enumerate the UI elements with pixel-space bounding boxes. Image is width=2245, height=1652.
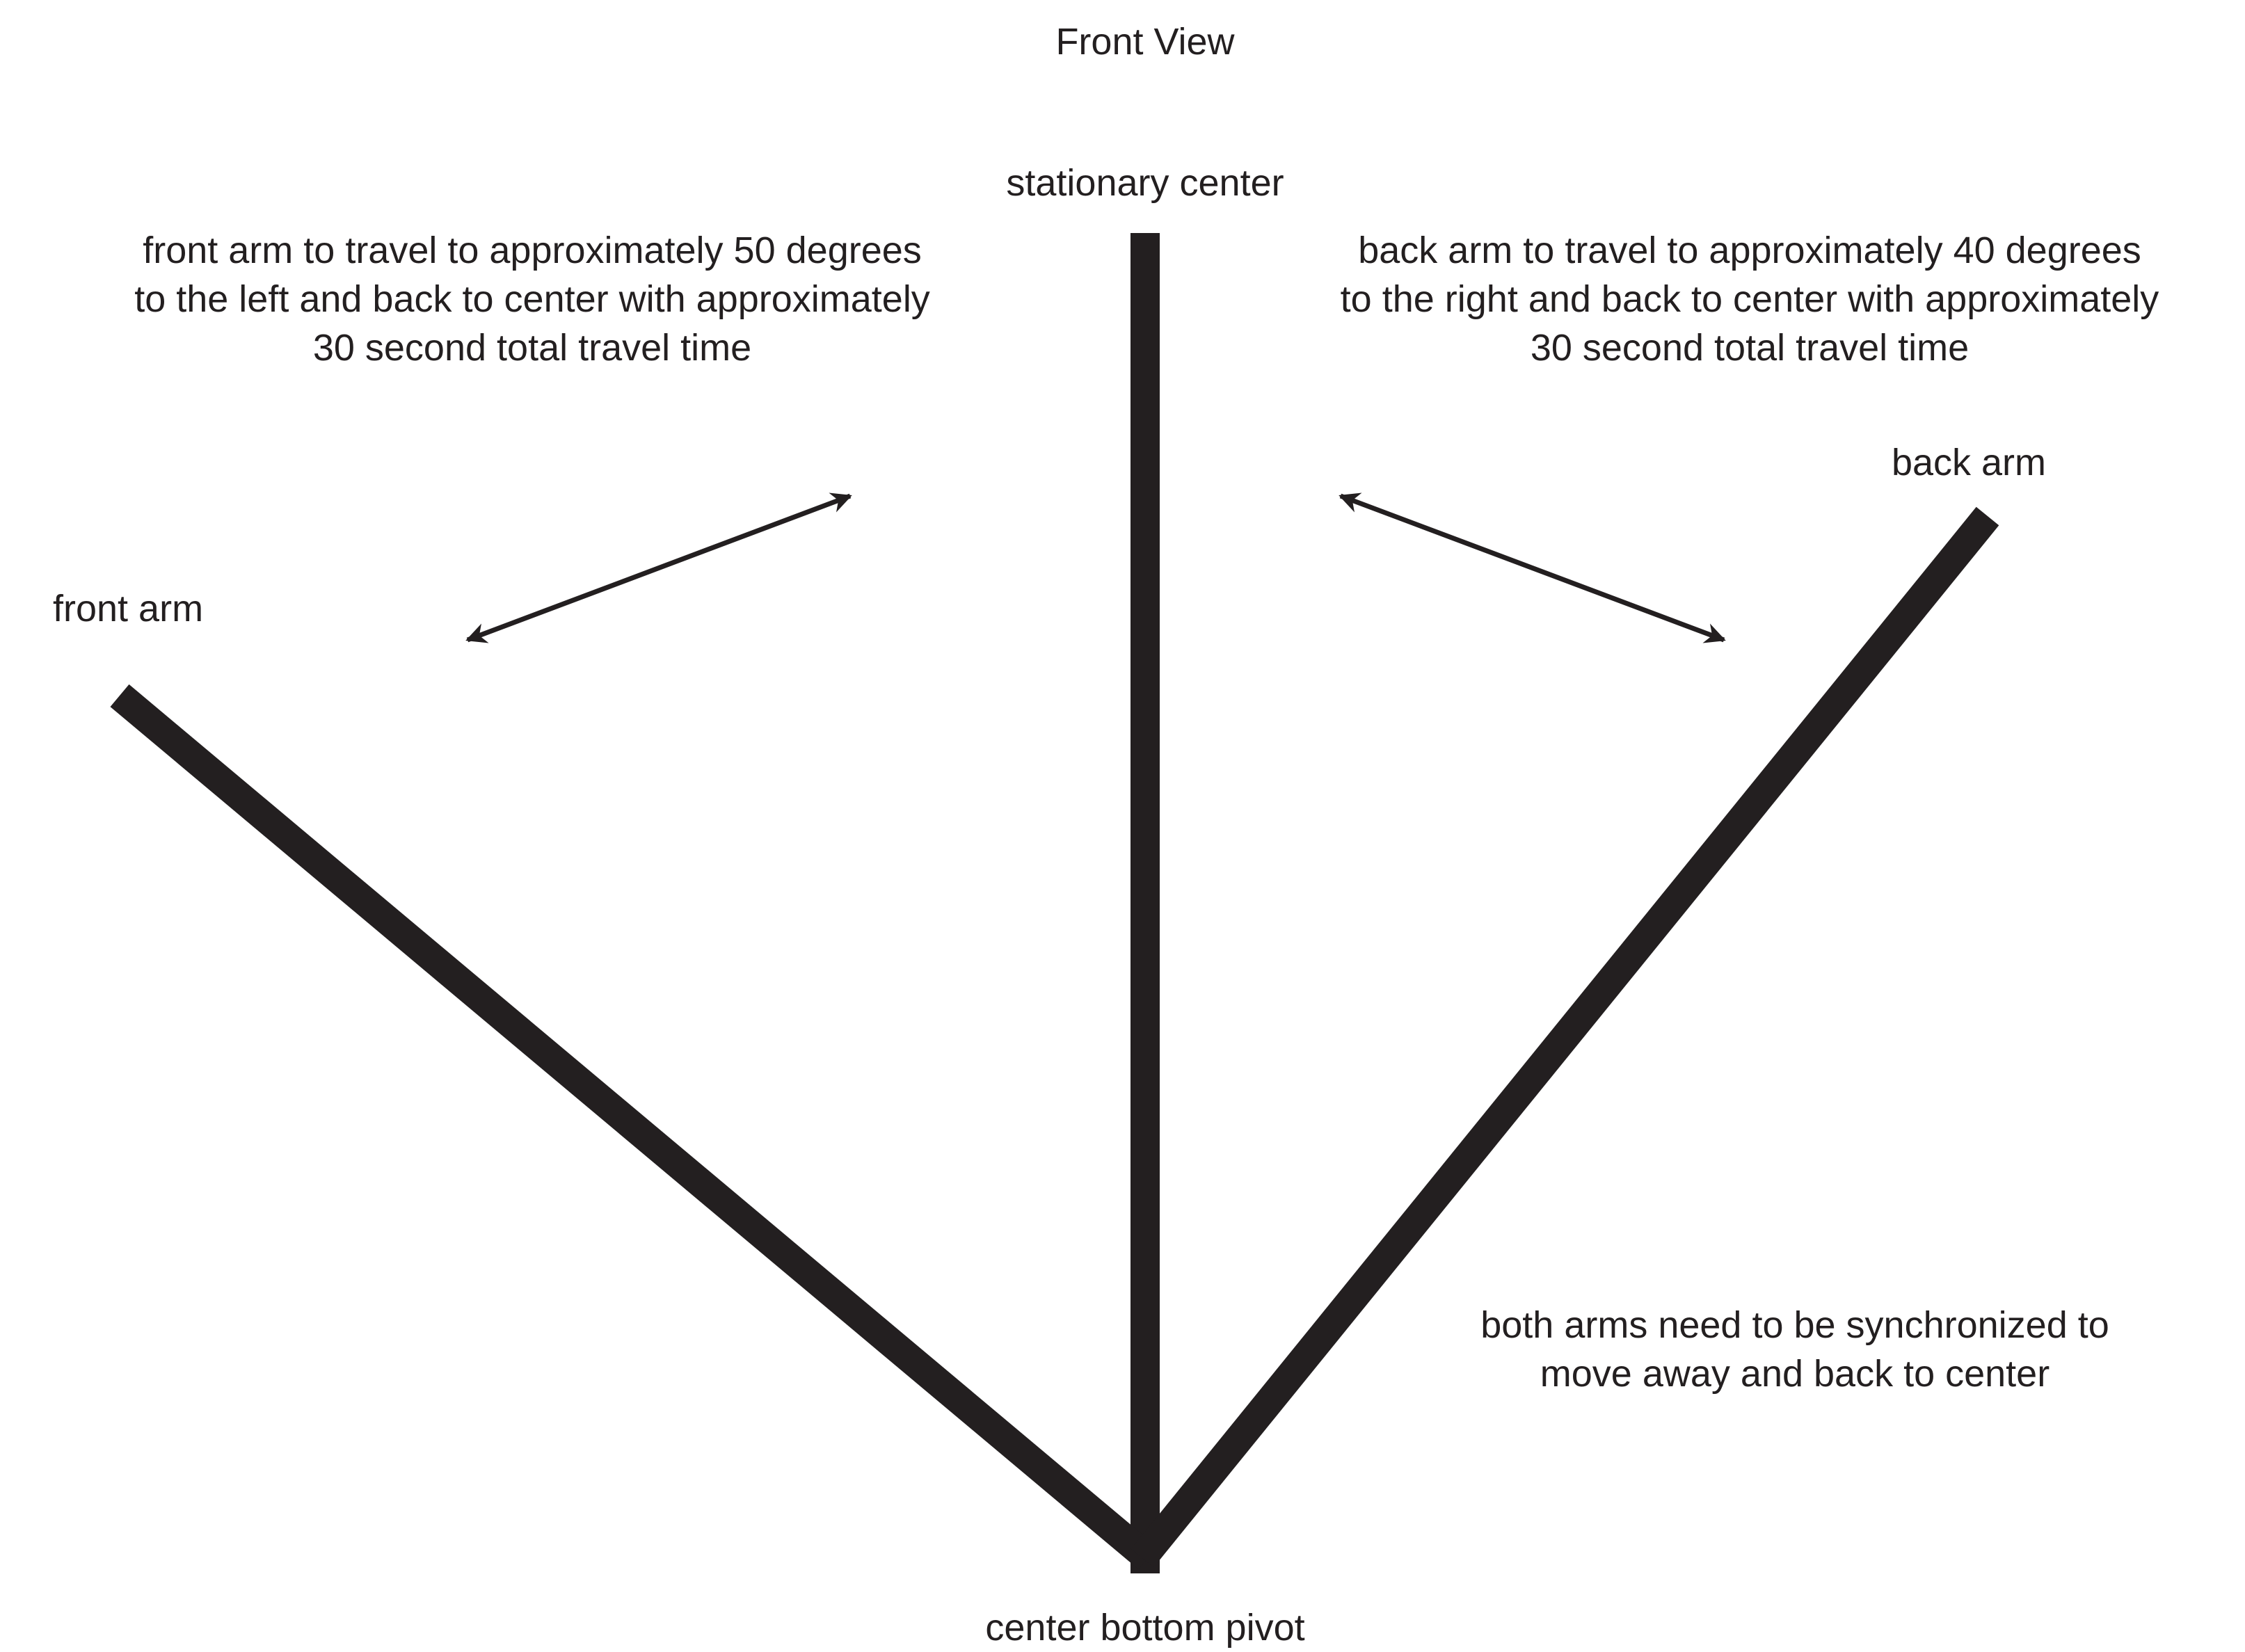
front-arm bbox=[110, 684, 1158, 1570]
front-arm-travel-note: front arm to travel to approximately 50 … bbox=[134, 230, 930, 369]
front-arm-travel-arrow bbox=[465, 492, 852, 643]
back-arm bbox=[1131, 506, 1999, 1568]
diagram-title: Front View bbox=[1055, 21, 1235, 63]
back-arm-travel-arrow bbox=[1339, 492, 1726, 643]
front-arm-label: front arm bbox=[53, 588, 204, 629]
synchronization-note: both arms need to be synchronized to mov… bbox=[1480, 1304, 2109, 1395]
stationary-center-label: stationary center bbox=[1006, 162, 1284, 204]
back-arm-label: back arm bbox=[1891, 442, 2047, 483]
back-arm-travel-note: back arm to travel to approximately 40 d… bbox=[1340, 230, 2159, 369]
center-bottom-pivot-label: center bottom pivot bbox=[985, 1607, 1305, 1649]
